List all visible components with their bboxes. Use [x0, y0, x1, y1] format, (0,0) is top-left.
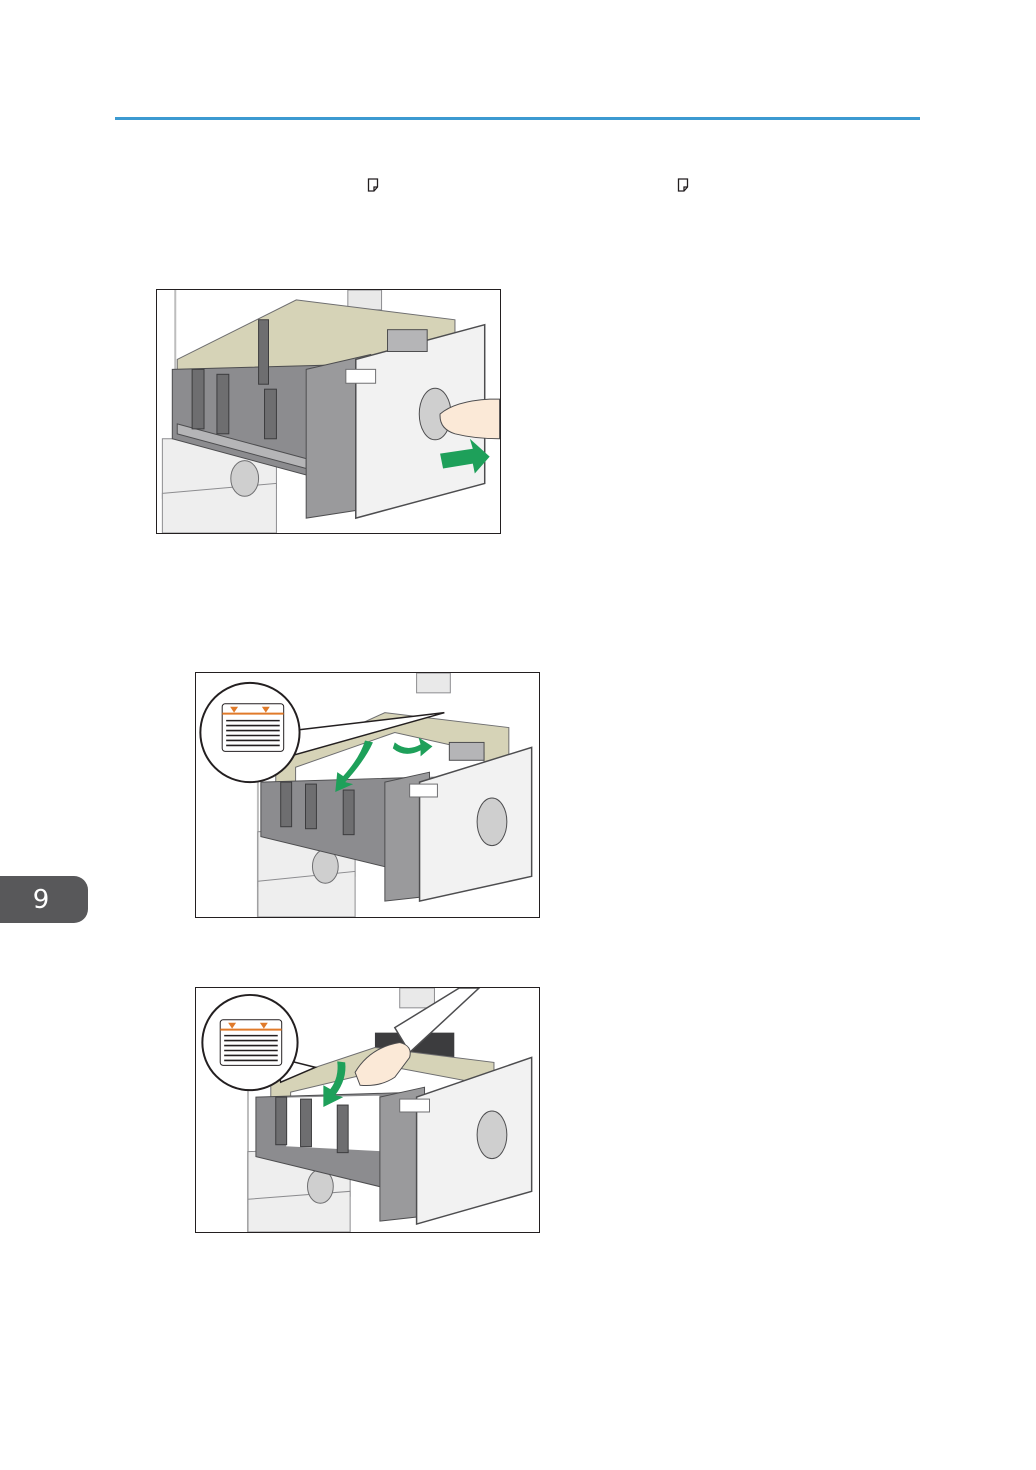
paper-orientation-icon [677, 178, 689, 192]
chapter-number: 9 [33, 885, 50, 915]
load-paper-illustration-1 [195, 672, 540, 918]
paper-orientation-icon [367, 178, 379, 192]
load-paper-illustration-2 [195, 987, 540, 1233]
chapter-tab: 9 [0, 876, 88, 923]
pull-out-tray-illustration [156, 289, 501, 534]
header-rule [115, 117, 920, 120]
